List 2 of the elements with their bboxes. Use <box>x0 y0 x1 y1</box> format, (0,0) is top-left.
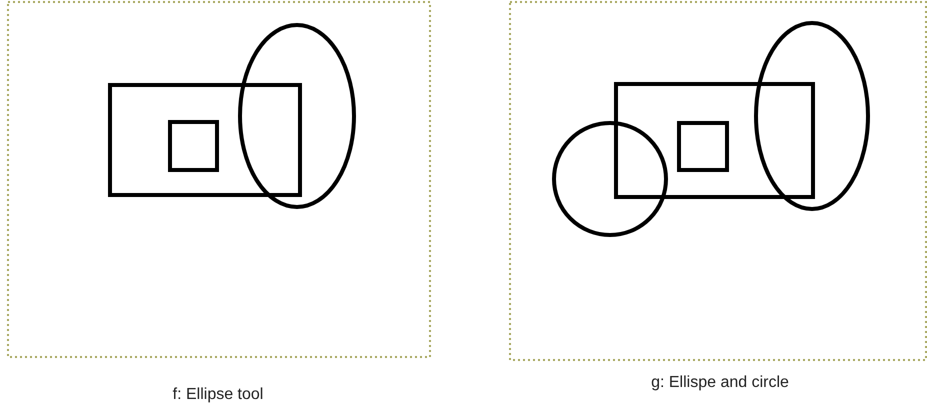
figure-caption: g: Ellispe and circle <box>651 374 789 392</box>
figure-caption: f: Ellipse tool <box>172 386 264 404</box>
